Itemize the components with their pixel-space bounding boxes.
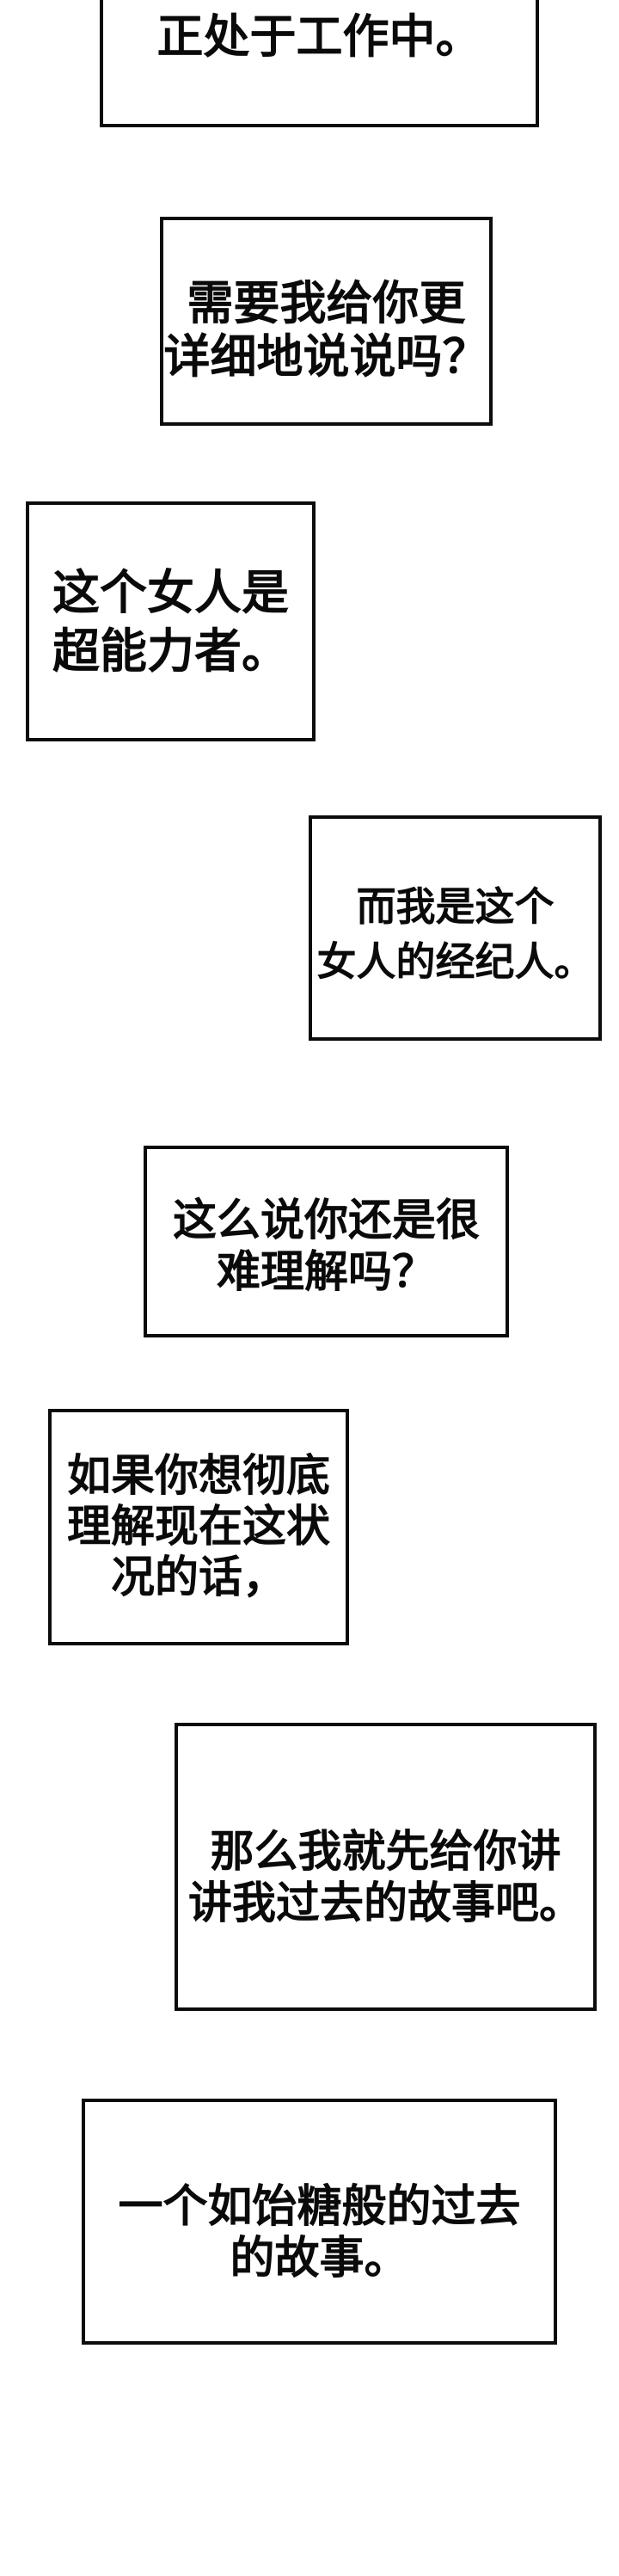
narration-text: 如果你想彻底 理解现在这状 况的话， [67,1451,330,1603]
narration-text: 一个如饴糖般的过去 的故事。 [118,2181,520,2284]
narration-box-3: 这个女人是 超能力者。 [26,501,316,741]
narration-text: 这个女人是 超能力者。 [52,563,289,680]
narration-line: 详细地说说吗？ [163,329,489,384]
narration-text: 这么说你还是很 难理解吗？ [173,1196,480,1299]
narration-line: 难理解吗？ [216,1246,436,1298]
narration-line: 正处于工作中。 [156,9,482,64]
narration-line: 况的话， [110,1552,286,1603]
narration-box-1: 正处于工作中。 [100,0,539,127]
narration-line: 这么说你还是很 [172,1195,480,1246]
narration-line: 女人的经纪人。 [316,938,594,985]
narration-text: 而我是这个 女人的经纪人。 [317,879,594,989]
narration-line: 这个女人是 [52,564,289,620]
narration-line: 如果你想彻底 [66,1451,330,1502]
narration-text: 需要我给你更 详细地说说吗？ [163,275,489,384]
narration-line: 那么我就先给你讲 [210,1826,561,1878]
narration-box-8: 一个如饴糖般的过去 的故事。 [82,2099,557,2345]
narration-line: 而我是这个 [356,883,555,930]
narration-line: 的故事。 [230,2233,409,2284]
narration-box-7: 那么我就先给你讲 讲我过去的故事吧。 [175,1723,597,2011]
narration-line: 一个如饴糖般的过去 [118,2181,521,2233]
narration-text: 那么我就先给你讲 讲我过去的故事吧。 [188,1827,583,1930]
narration-line: 讲我过去的故事吧。 [187,1878,583,1929]
narration-box-5: 这么说你还是很 难理解吗？ [144,1146,509,1337]
narration-line: 需要我给你更 [187,275,466,330]
narration-box-4: 而我是这个 女人的经纪人。 [309,815,602,1041]
narration-box-6: 如果你想彻底 理解现在这状 况的话， [48,1409,349,1645]
narration-line: 超能力者。 [52,623,289,679]
narration-line: 理解现在这状 [66,1502,330,1552]
narration-text: 正处于工作中。 [157,10,482,64]
narration-box-2: 需要我给你更 详细地说说吗？ [160,217,493,426]
